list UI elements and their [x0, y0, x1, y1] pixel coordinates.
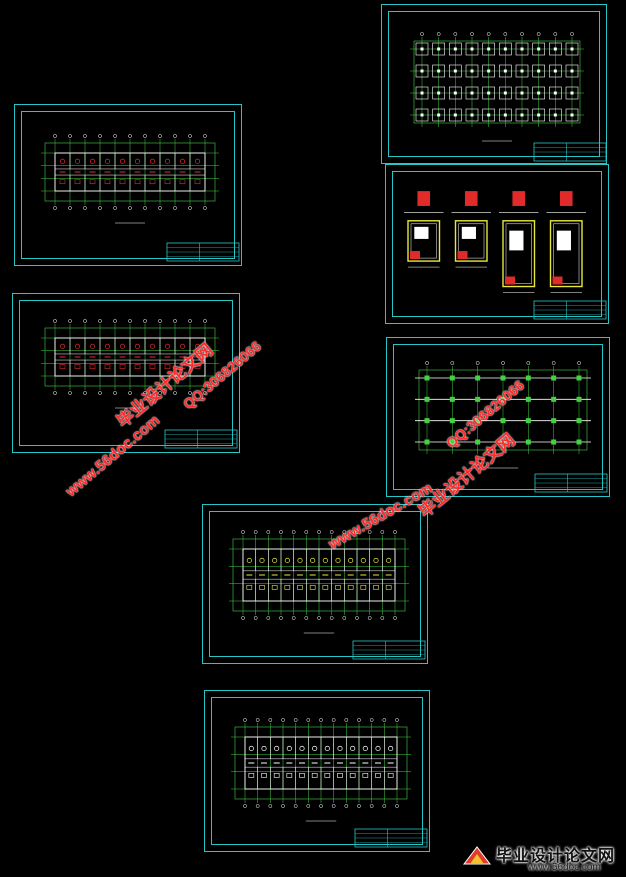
title-block [534, 473, 608, 493]
plan-4-drawing [231, 718, 411, 822]
drawing-sheet-foundation-plan[interactable] [381, 4, 607, 164]
sheet-border [388, 11, 600, 157]
drawing-sheet-plan-4[interactable] [204, 690, 430, 852]
sheet-border [211, 697, 423, 845]
title-block [164, 429, 238, 449]
foundation-plan-drawing [410, 32, 584, 142]
plan-3-drawing [229, 530, 409, 634]
title-block [533, 142, 607, 162]
logo-badge-icon [462, 846, 492, 865]
column-details-drawing [404, 191, 586, 293]
site-logo: 毕业设计论文网 www.56doc.com [458, 840, 626, 877]
drawing-sheet-plan-3[interactable] [202, 504, 428, 664]
sheet-border [209, 511, 421, 657]
beam-layout-drawing [415, 361, 591, 469]
drawing-sheet-plan-2[interactable] [12, 293, 240, 453]
drawing-sheet-column-details[interactable] [385, 164, 609, 324]
drawing-sheet-plan-1[interactable] [14, 104, 242, 266]
plan-2-drawing [41, 319, 219, 409]
sheet-border [392, 171, 602, 317]
title-block [352, 640, 426, 660]
title-block [166, 242, 240, 262]
footer-url: www.56doc.com [528, 862, 601, 873]
drawing-sheet-beam-layout[interactable] [386, 337, 610, 497]
sheet-border [21, 111, 235, 259]
footer-site-name: 毕业设计论文网 [496, 846, 616, 865]
sheet-border [19, 300, 233, 446]
title-block [533, 300, 607, 320]
sheet-border [393, 344, 603, 490]
title-block [354, 828, 428, 848]
plan-1-drawing [41, 134, 219, 224]
